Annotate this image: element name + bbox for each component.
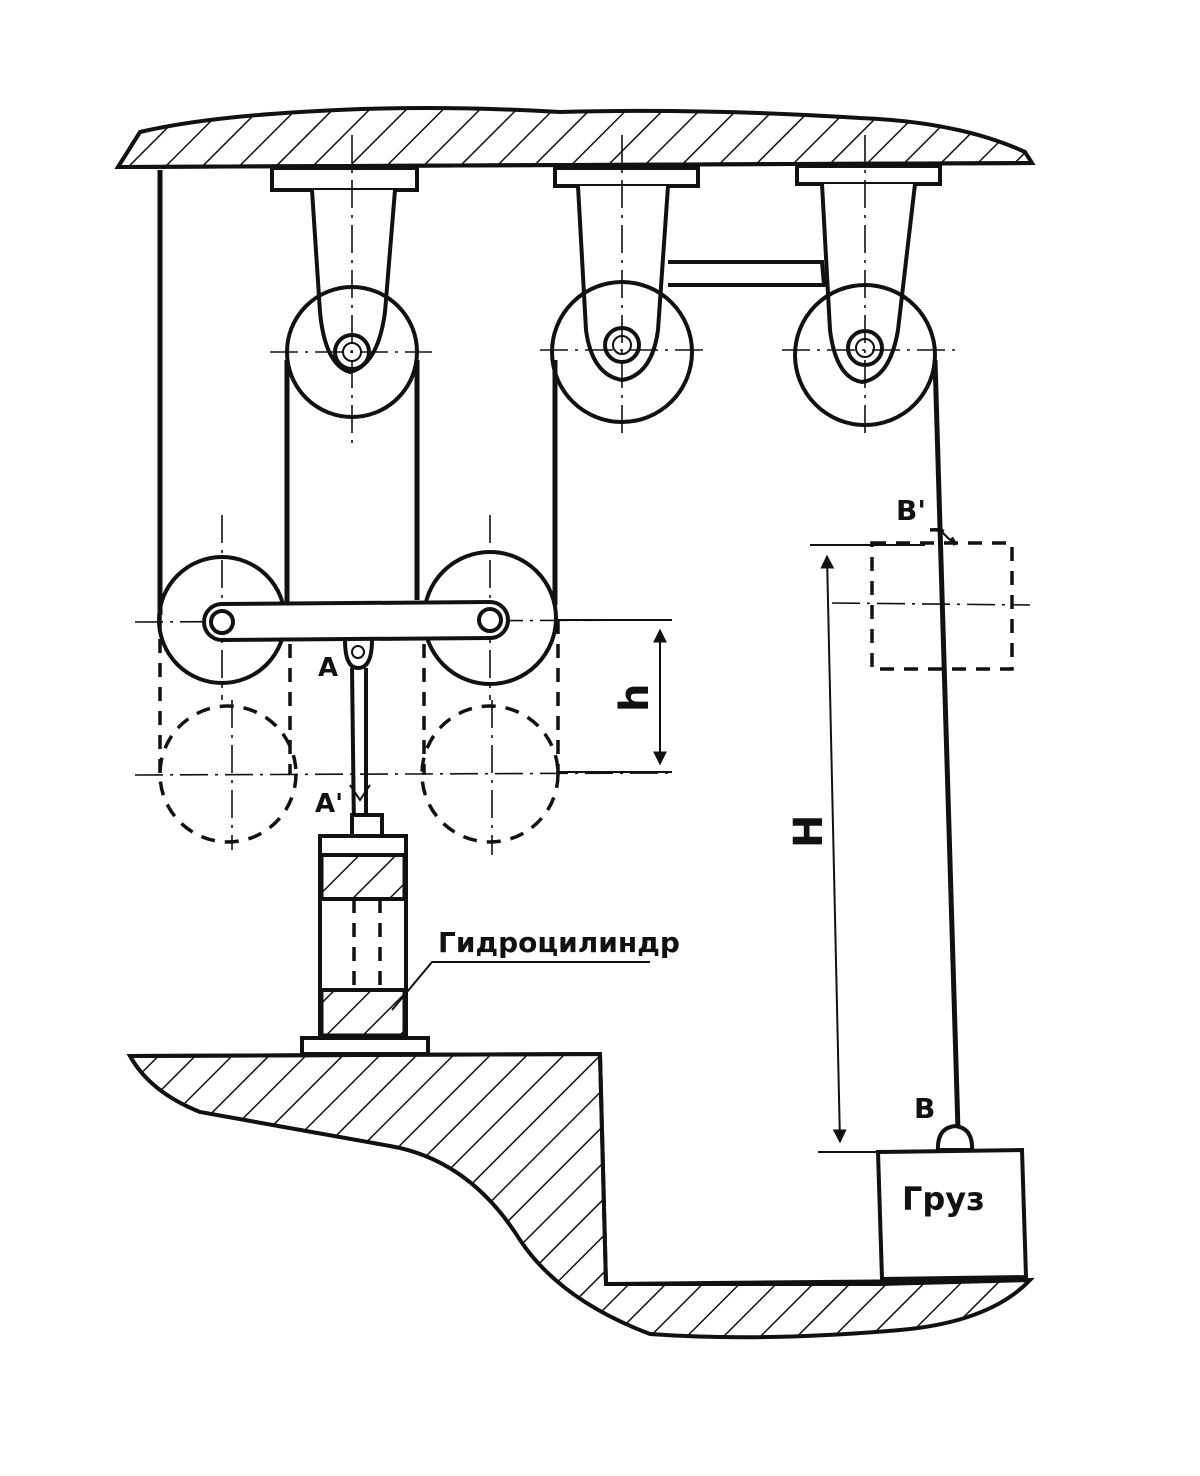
fixed-pulley-bracket-3 bbox=[795, 164, 942, 385]
load-raised-position bbox=[831, 528, 1031, 671]
bracket-tie-bar bbox=[668, 260, 827, 287]
label-big-h: H bbox=[786, 815, 832, 848]
label-a-prime: A' bbox=[315, 789, 343, 819]
cylinder-leader bbox=[391, 961, 650, 1011]
fixed-pulley-bracket-1 bbox=[270, 166, 419, 375]
rope-lowered bbox=[158, 615, 560, 775]
connecting-beam bbox=[202, 599, 510, 643]
load-block bbox=[875, 1123, 1029, 1282]
piston-rod bbox=[343, 639, 384, 839]
label-load: Груз bbox=[902, 1180, 985, 1218]
fixed-pulley-bracket-2 bbox=[553, 166, 700, 383]
label-cylinder: Гидроцилиндр bbox=[438, 926, 680, 959]
rope bbox=[157, 170, 961, 1131]
label-a: A bbox=[318, 653, 338, 683]
movable-axes bbox=[134, 515, 671, 855]
dimension-big-h bbox=[810, 544, 925, 1153]
label-b: B bbox=[914, 1092, 935, 1125]
ceiling bbox=[114, 106, 1036, 170]
fixed-pulley-axes bbox=[270, 135, 955, 445]
label-h: h bbox=[612, 684, 658, 712]
label-b-prime: B' bbox=[896, 494, 926, 527]
dimension-h bbox=[556, 619, 672, 773]
hydraulic-cylinder bbox=[300, 834, 430, 1056]
